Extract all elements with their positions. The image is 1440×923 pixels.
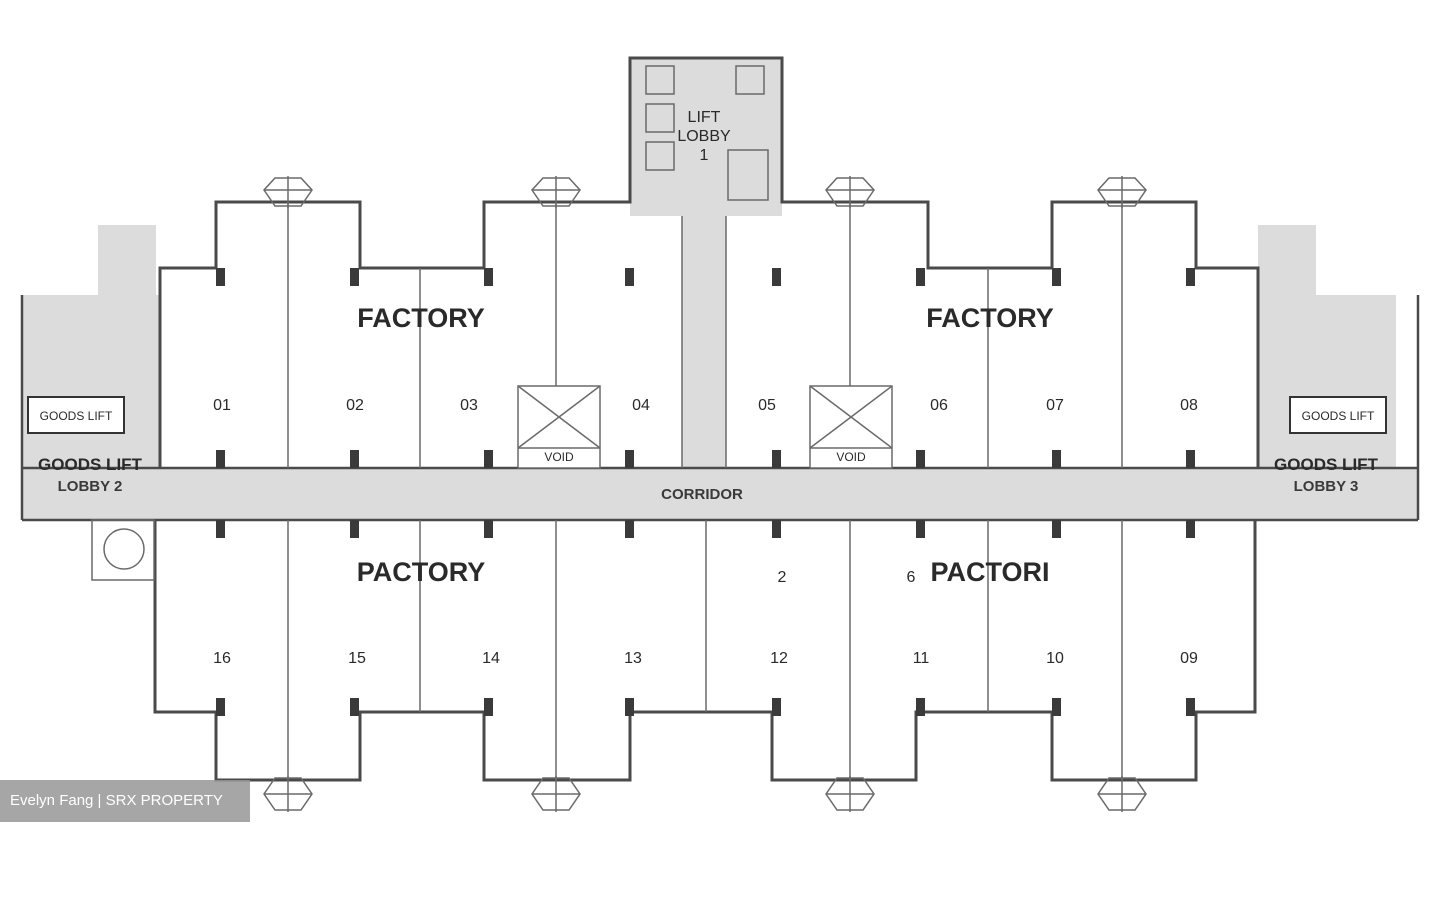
- corridor-band: [22, 468, 1418, 520]
- stray-label-2: 2: [778, 569, 787, 586]
- unit-label-bottom: 15: [348, 650, 366, 667]
- unit-label-top: 08: [1180, 397, 1198, 414]
- goods-lift-lobby-left-line2: LOBBY 2: [58, 478, 123, 495]
- unit-label-top: 07: [1046, 397, 1064, 414]
- unit-label-bottom: 14: [482, 650, 500, 667]
- unit-label-bottom: 16: [213, 650, 231, 667]
- unit-label-bottom: 12: [770, 650, 788, 667]
- void-label-left: VOID: [544, 450, 574, 464]
- watermark: Evelyn Fang | SRX PROPERTY: [0, 780, 250, 822]
- bottom-wing-outline: [153, 520, 1257, 782]
- unit-label-top: 05: [758, 397, 776, 414]
- unit-label-top: 04: [632, 397, 650, 414]
- unit-label-bottom: 09: [1180, 650, 1198, 667]
- lift-lobby-core: [630, 58, 782, 216]
- right-service-block: [1258, 295, 1396, 468]
- lift-cars: [645, 65, 769, 201]
- bay-windows-bottom: [263, 776, 1147, 812]
- factory-label-bottom-left: PACTORY: [357, 557, 486, 587]
- goods-lift-lobby-left-line1: GOODS LIFT: [38, 455, 143, 474]
- void-box-left: [517, 385, 601, 469]
- left-service-block: [22, 295, 160, 468]
- left-stair: [98, 225, 156, 297]
- right-stair: [1258, 225, 1316, 297]
- lift-lobby-shaft: [682, 216, 726, 472]
- corridor-label: CORRIDOR: [661, 486, 743, 503]
- top-wing-outline: [158, 56, 1260, 468]
- lift-lobby-label-line3: 1: [700, 147, 709, 164]
- goods-lift-lobby-right-line2: LOBBY 3: [1294, 478, 1359, 495]
- unit-label-top: 01: [213, 397, 231, 414]
- goods-lift-label-right: GOODS LIFT: [1302, 409, 1375, 423]
- goods-lift-box-left: [27, 396, 125, 434]
- unit-label-top: 02: [346, 397, 364, 414]
- unit-label-bottom: 13: [624, 650, 642, 667]
- unit-label-top: 03: [460, 397, 478, 414]
- factory-label-top-right: FACTORY: [926, 303, 1054, 333]
- goods-lift-lobby-right-line1: GOODS LIFT: [1274, 455, 1379, 474]
- void-label-right: VOID: [836, 450, 866, 464]
- goods-lift-label-left: GOODS LIFT: [40, 409, 113, 423]
- factory-label-top-left: FACTORY: [357, 303, 485, 333]
- spiral-stair: [91, 519, 155, 581]
- top-partitions: [287, 202, 1123, 468]
- unit-label-bottom: 11: [913, 650, 930, 667]
- bottom-partitions: [287, 520, 1123, 780]
- void-box-right: [809, 385, 893, 469]
- pillars: [216, 268, 1195, 716]
- bay-windows-top: [263, 176, 1147, 208]
- unit-label-top: 06: [930, 397, 948, 414]
- lift-lobby-label-line1: LIFT: [688, 109, 721, 126]
- lift-lobby-label-line2: LOBBY: [677, 128, 731, 145]
- goods-lift-box-right: [1289, 396, 1387, 434]
- factory-label-bottom-right: PACTORI: [930, 557, 1049, 587]
- unit-label-bottom: 10: [1046, 650, 1064, 667]
- stray-label-6: 6: [907, 569, 916, 586]
